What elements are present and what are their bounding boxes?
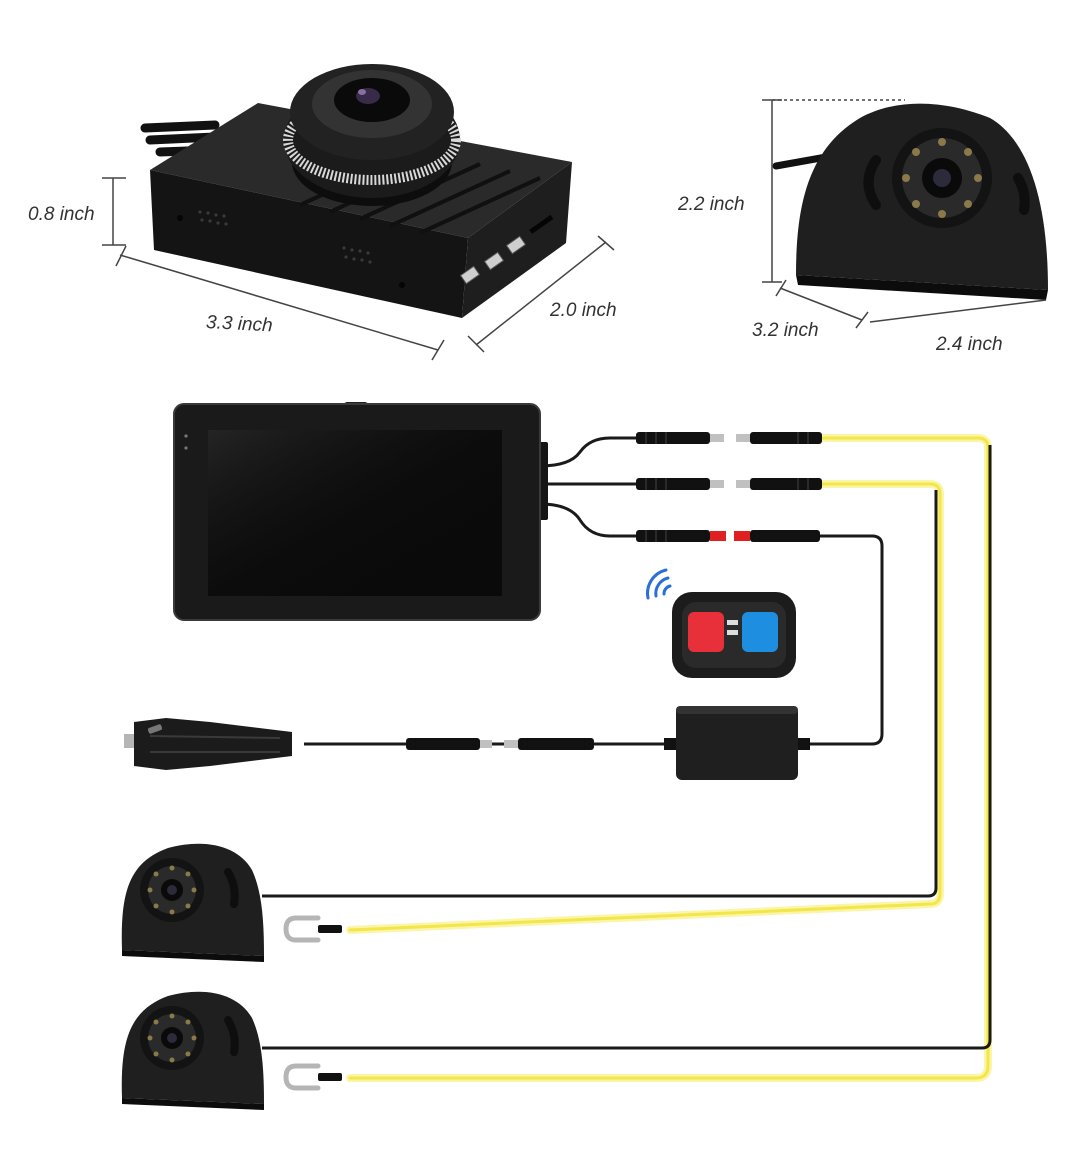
dashcam-body-front	[150, 170, 468, 318]
connector-row-1	[636, 432, 822, 444]
camera-depth-label: 3.2 inch	[752, 320, 819, 341]
dashcam-speaker-grille	[198, 210, 372, 264]
dashcam-depth-label: 2.0 inch	[549, 300, 617, 321]
dashcam-sd-slot	[529, 214, 554, 234]
monitor-indicator-dot	[184, 434, 188, 438]
dashcam-width-label: 3.3 inch	[206, 312, 274, 336]
remote-red-button	[688, 612, 724, 652]
dashcam-dimension-lines	[102, 177, 615, 361]
dashcam-side-ports	[459, 235, 527, 285]
dashcam-unit	[140, 64, 572, 318]
dashcam-lens	[283, 64, 461, 206]
side-camera-side-rib-right	[1013, 173, 1030, 215]
power-feed-cable	[800, 534, 884, 746]
camera-height-label: 2.2 inch	[677, 194, 745, 215]
side-camera-2	[121, 991, 264, 1110]
monitor-output-cables	[538, 436, 638, 538]
camera-video-cables-black	[262, 445, 992, 1050]
remote-blue-button	[742, 612, 778, 652]
camera-width-label: 2.4 inch	[935, 334, 1003, 355]
connector-pairs	[636, 432, 822, 542]
dashcam-height-label: 0.8 inch	[28, 204, 95, 225]
wifi-signal-icon	[646, 568, 672, 600]
dashcam-mic-hole	[177, 215, 183, 221]
side-camera-side-rib	[863, 155, 881, 210]
camera-signal-cables-yellow	[346, 434, 992, 1082]
dvr-monitor	[173, 402, 548, 621]
side-camera-base	[796, 275, 1048, 300]
plus-icon	[293, 739, 303, 749]
side-camera-lens-ring	[892, 128, 992, 228]
power-inline-connectors	[406, 738, 594, 750]
side-camera-1	[121, 843, 264, 962]
hardwire-box	[664, 706, 810, 780]
ground-fork-terminal-1	[283, 915, 342, 943]
cigarette-lighter-plug	[124, 718, 303, 770]
dashcam-led	[399, 282, 405, 288]
wireless-remote	[646, 568, 796, 678]
side-camera-dimension-lines	[762, 99, 1047, 329]
ground-fork-terminal-2	[283, 1063, 342, 1091]
side-camera-dimensioned	[772, 103, 1048, 300]
connector-row-2	[636, 478, 822, 490]
connector-row-3-power	[636, 530, 820, 542]
